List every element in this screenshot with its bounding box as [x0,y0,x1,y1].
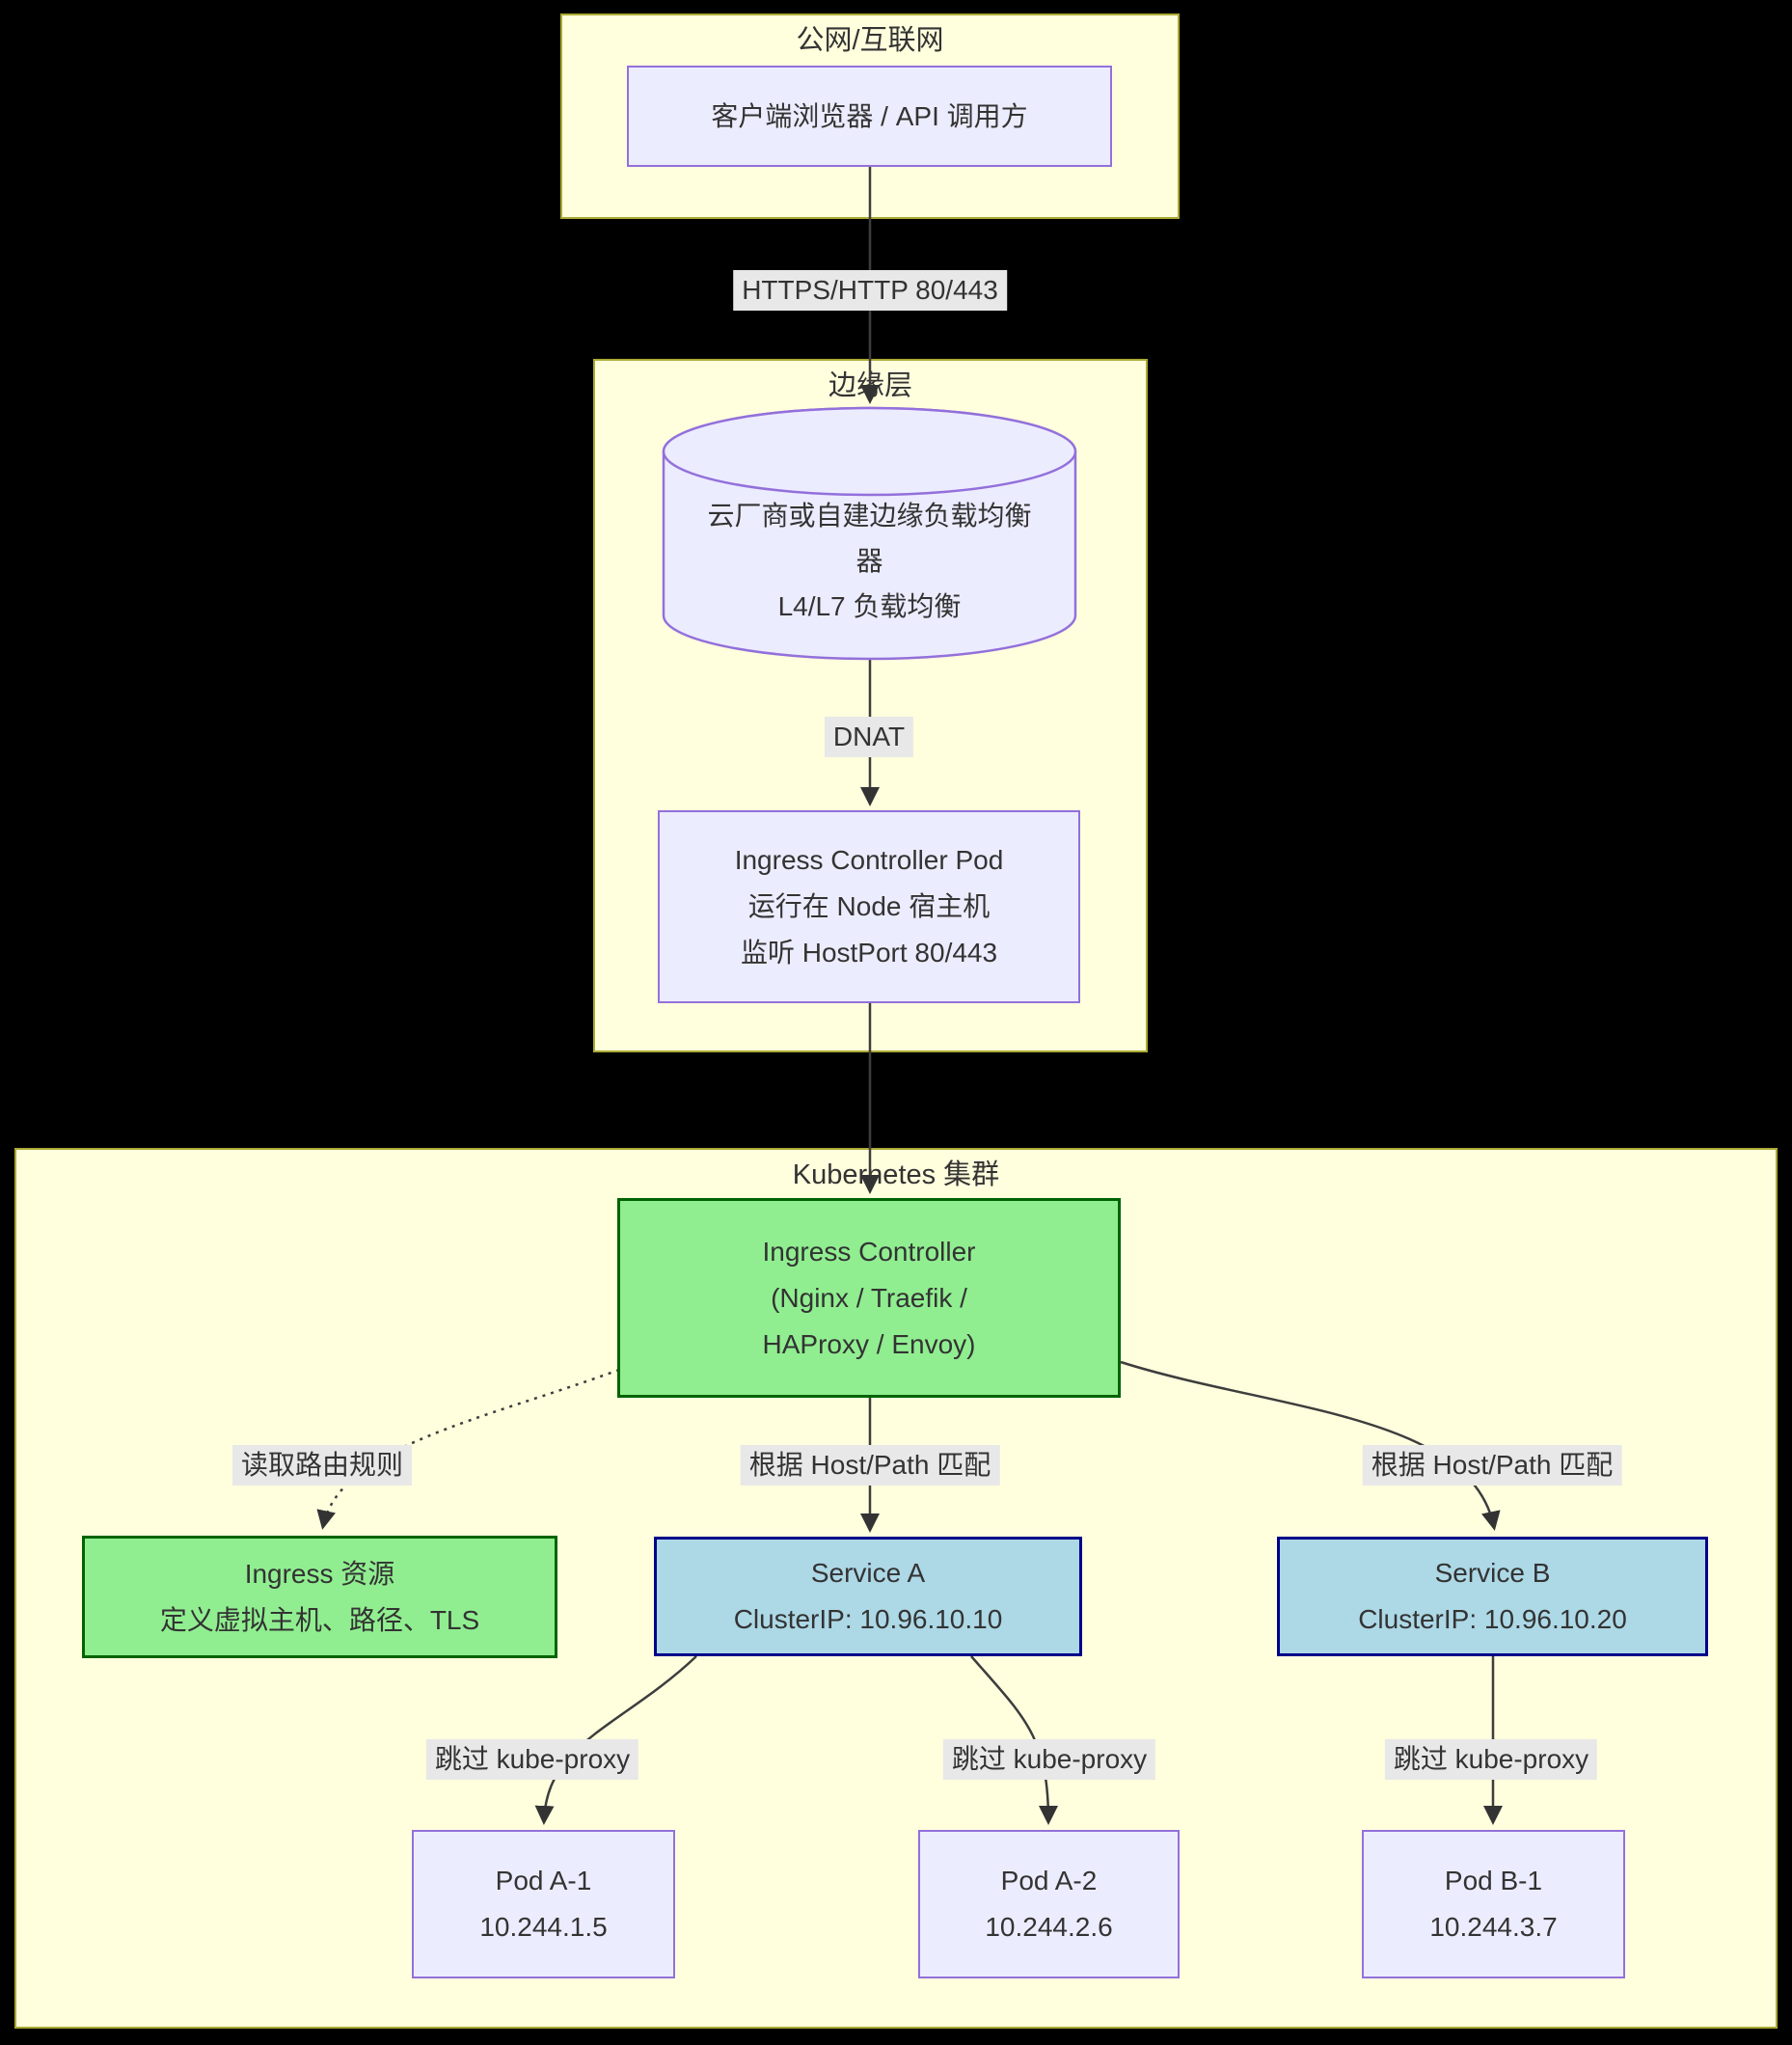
node-service-a: Service A ClusterIP: 10.96.10.10 [654,1537,1082,1656]
subgraph-title-kubernetes-cluster: Kubernetes 集群 [792,1159,1000,1190]
node-ingress-controller-pod: Ingress Controller Pod 运行在 Node 宿主机 监听 H… [658,810,1080,1003]
node-service-b: Service B ClusterIP: 10.96.10.20 [1277,1537,1708,1656]
edge-label-skip-kube-proxy-b1: 跳过 kube-proxy [1384,1739,1598,1780]
node-pod-a2: Pod A-2 10.244.2.6 [918,1830,1180,1978]
edge-label-skip-kube-proxy-a2: 跳过 kube-proxy [942,1739,1156,1780]
edge-label-match-host-path-b: 根据 Host/Path 匹配 [1362,1445,1622,1486]
node-ingress-resource: Ingress 资源 定义虚拟主机、路径、TLS [82,1536,557,1658]
node-ingress-controller: Ingress Controller (Nginx / Traefik / HA… [617,1198,1121,1398]
node-client-browser-label: 客户端浏览器 / API 调用方 [711,100,1028,131]
node-client-browser: 客户端浏览器 / API 调用方 [627,66,1112,167]
edge-controller-to-service-b [1120,1360,1501,1531]
edge-service-a-to-pod-a1 [534,1655,697,1825]
subgraph-title-public-internet: 公网/互联网 [796,25,944,56]
node-pod-b1: Pod B-1 10.244.3.7 [1362,1830,1625,1978]
edge-label-https-http: HTTPS/HTTP 80/443 [733,270,1007,311]
edge-label-dnat: DNAT [824,717,914,757]
node-edge-load-balancer-label: 云厂商或自建边缘负载均衡 器 L4/L7 负载均衡 [707,501,1032,621]
node-pod-a1: Pod A-1 10.244.1.5 [412,1830,675,1978]
edge-controller-to-resource [316,1368,620,1530]
node-edge-load-balancer: 云厂商或自建边缘负载均衡 器 L4/L7 负载均衡 [662,406,1077,661]
edge-label-skip-kube-proxy-a1: 跳过 kube-proxy [425,1739,639,1780]
edge-service-a-to-pod-a2 [970,1655,1058,1825]
cylinder-shape [662,406,1077,661]
edge-label-read-routing-rules: 读取路由规则 [231,1445,413,1486]
edge-label-match-host-path-a: 根据 Host/Path 匹配 [740,1445,1000,1486]
